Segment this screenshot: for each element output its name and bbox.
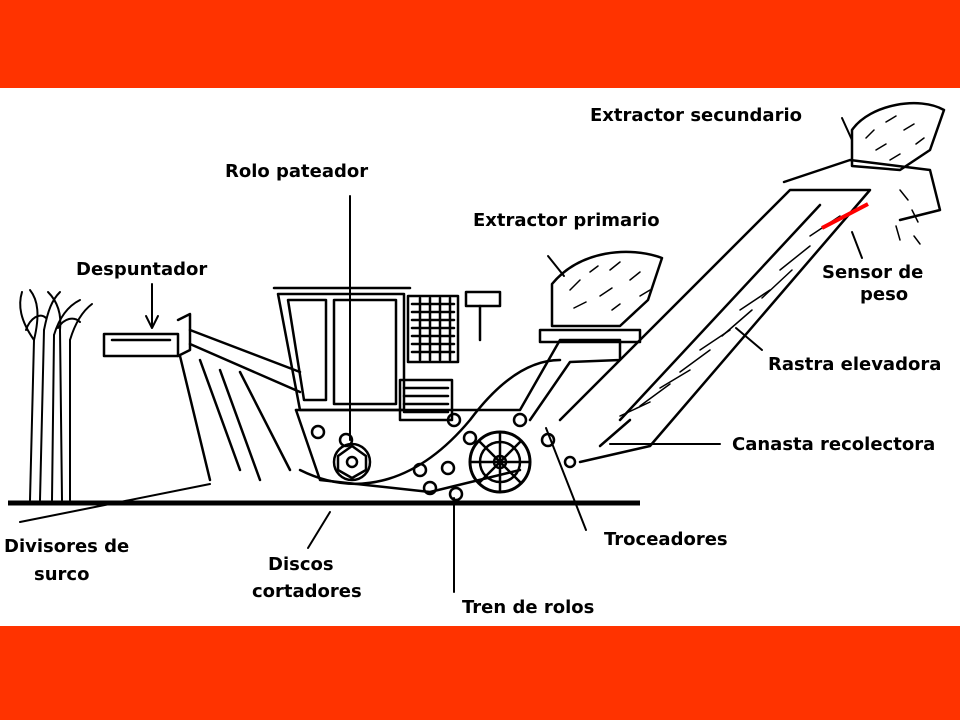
label-despuntador: Despuntador <box>76 259 207 280</box>
topper-arm <box>102 312 302 482</box>
label-divisores-line1: Divisores de <box>4 536 129 557</box>
label-discos-line2: cortadores <box>252 581 362 602</box>
label-rastra-elevadora: Rastra elevadora <box>768 354 941 375</box>
weight-sensor-bar <box>821 202 869 230</box>
label-tren-de-rolos: Tren de rolos <box>462 597 594 618</box>
leader-lines <box>19 117 863 593</box>
secondary-extractor <box>850 102 946 245</box>
label-sensor-line2: peso <box>860 284 908 305</box>
label-extractor-secundario: Extractor secundario <box>590 105 802 126</box>
elevator <box>558 158 942 464</box>
label-rolo-pateador: Rolo pateador <box>225 161 368 182</box>
primary-extractor <box>538 250 664 344</box>
top-red-band <box>0 0 960 88</box>
label-extractor-primario: Extractor primario <box>473 210 660 231</box>
label-discos-line1: Discos <box>268 554 334 575</box>
label-troceadores: Troceadores <box>604 529 728 550</box>
bottom-red-band <box>0 626 960 720</box>
label-canasta-recolectora: Canasta recolectora <box>732 434 935 455</box>
label-sensor-line1: Sensor de <box>822 262 923 283</box>
sugarcane-stalks <box>19 289 93 501</box>
chassis <box>294 338 622 502</box>
operator-cab <box>272 286 502 422</box>
label-divisores-line2: surco <box>34 564 89 585</box>
